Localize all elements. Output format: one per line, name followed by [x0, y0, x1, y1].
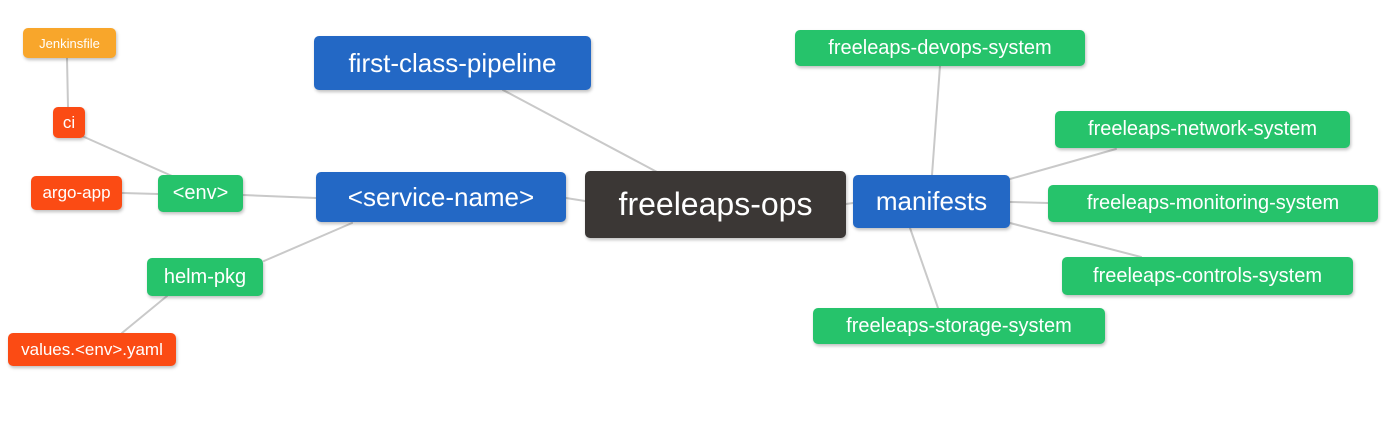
edge-freeleaps-ops-manifests	[845, 202, 854, 205]
edge-jenkinsfile-ci	[66, 57, 69, 108]
edge-manifests-monitoring	[1009, 201, 1049, 204]
edge-manifests-network	[1009, 148, 1117, 180]
edge-env-service-name	[242, 194, 317, 199]
node-ci[interactable]: ci	[53, 107, 85, 138]
node-argo-app[interactable]: argo-app	[31, 176, 122, 210]
node-service-name[interactable]: <service-name>	[316, 172, 566, 222]
edge-manifests-storage	[909, 227, 939, 309]
node-env[interactable]: <env>	[158, 175, 243, 212]
node-manifests[interactable]: manifests	[853, 175, 1010, 228]
node-first-class-pipeline[interactable]: first-class-pipeline	[314, 36, 591, 90]
node-freeleaps-network-system[interactable]: freeleaps-network-system	[1055, 111, 1350, 148]
edge-manifests-controls	[1009, 222, 1142, 258]
edge-pipeline-freeleaps-ops	[502, 89, 658, 173]
node-freeleaps-ops[interactable]: freeleaps-ops	[585, 171, 846, 238]
edge-argo-app-env	[121, 192, 159, 195]
node-values-env-yaml[interactable]: values.<env>.yaml	[8, 333, 176, 366]
node-freeleaps-devops-system[interactable]: freeleaps-devops-system	[795, 30, 1085, 66]
edge-ci-env	[81, 135, 173, 177]
node-freeleaps-storage-system[interactable]: freeleaps-storage-system	[813, 308, 1105, 344]
edge-helm-pkg-service-name	[263, 222, 353, 262]
node-freeleaps-controls-system[interactable]: freeleaps-controls-system	[1062, 257, 1353, 295]
edge-helm-pkg-values	[121, 295, 168, 334]
edge-manifests-devops	[931, 65, 941, 176]
node-jenkinsfile[interactable]: Jenkinsfile	[23, 28, 116, 58]
edge-service-name-freeleaps-ops	[565, 197, 586, 202]
node-freeleaps-monitoring-system[interactable]: freeleaps-monitoring-system	[1048, 185, 1378, 222]
node-helm-pkg[interactable]: helm-pkg	[147, 258, 263, 296]
